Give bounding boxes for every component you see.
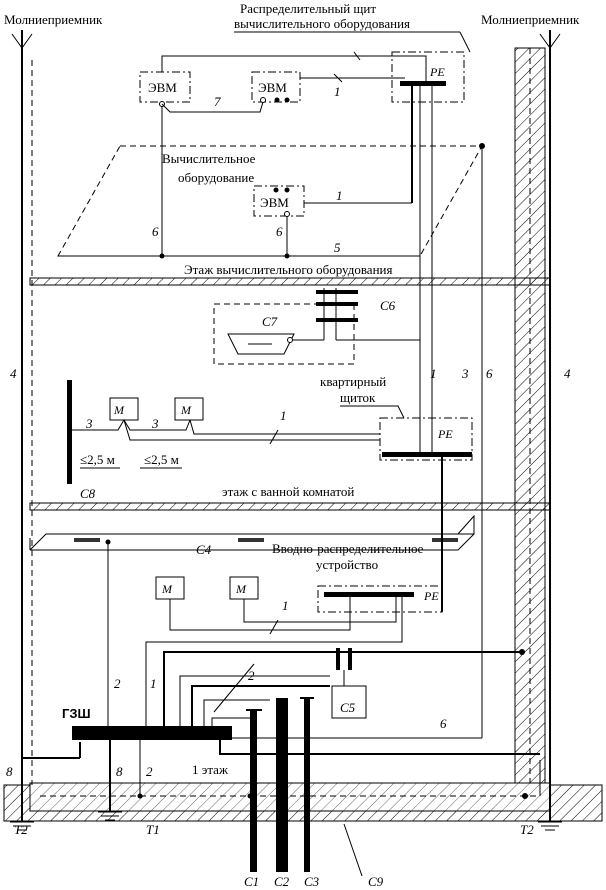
- motor-3: M: [161, 582, 173, 596]
- top-wiring: [159, 51, 433, 454]
- num-6-mid: 6: [486, 366, 493, 381]
- evm-label-3: ЭВМ: [260, 195, 289, 210]
- pe-board-top: PE: [391, 51, 465, 103]
- num-3-m2: 3: [151, 416, 159, 431]
- num-7: 7: [214, 94, 221, 109]
- num-8-mid: 8: [116, 764, 123, 779]
- num-2-left: 2: [114, 676, 121, 691]
- code-t2-right: T2: [520, 822, 534, 837]
- pe-board-bottom: PE: [317, 585, 443, 613]
- panel-title-line1: Распределительный щит: [240, 1, 376, 16]
- floor-slab-computers: [29, 277, 551, 286]
- lightning-label-right: Молниеприемник: [481, 12, 580, 27]
- lower-wiring: [22, 597, 540, 759]
- computer-equipment-zone: [57, 143, 485, 738]
- right-wall-column: [514, 47, 546, 784]
- pe-board-mid: PE: [379, 417, 473, 461]
- code-c2: C2: [274, 874, 290, 889]
- num-3-mid: 3: [461, 366, 469, 381]
- code-t2-left: T2: [14, 822, 28, 837]
- floor-1-label: 1 этаж: [192, 762, 229, 777]
- floor-slab-bathroom: [29, 502, 551, 511]
- evm-box-1: ЭВМ: [139, 71, 191, 107]
- evm-box-3: ЭВМ: [253, 185, 305, 217]
- input-device-line2: устройство: [316, 557, 378, 572]
- evm-label-2: ЭВМ: [258, 80, 287, 95]
- left-lightning-rod: [10, 30, 34, 831]
- floor-bathroom-label: этаж с ванной комнатой: [222, 484, 354, 499]
- num-2-low: 2: [248, 668, 255, 683]
- c6-c7-zone: [213, 288, 420, 365]
- motor-2: M: [180, 403, 192, 417]
- code-c5: C5: [340, 700, 356, 715]
- motor-4: M: [235, 582, 247, 596]
- gzsh-main-bus: [72, 726, 232, 821]
- code-t1: T1: [146, 822, 160, 837]
- apartment-panel-line1: квартирный: [320, 374, 386, 389]
- apartment-panel-line2: щиток: [340, 390, 376, 405]
- pe-label-top: PE: [429, 65, 445, 79]
- num-3-m1: 3: [85, 416, 93, 431]
- code-c9: C9: [368, 874, 384, 889]
- evm-box-2: ЭВМ: [251, 71, 301, 103]
- motor-1: M: [113, 403, 125, 417]
- code-c3: C3: [304, 874, 320, 889]
- num-1-mid: 1: [430, 366, 437, 381]
- num-6-low: 6: [440, 716, 447, 731]
- input-device-line1: Вводно-распределительное: [272, 541, 424, 556]
- bottom-motors: [155, 576, 397, 635]
- computer-equipment-line1: Вычислительное: [162, 151, 256, 166]
- pe-label-bottom: PE: [423, 589, 439, 603]
- num-4-left: 4: [10, 366, 17, 381]
- num-1-low: 1: [150, 676, 157, 691]
- code-c7: C7: [262, 314, 278, 329]
- num-1-evm: 1: [336, 188, 343, 203]
- gzsh-label: ГЗШ: [62, 706, 91, 721]
- dist-label-1: ≤2,5 м: [80, 452, 115, 467]
- num-2-base: 2: [146, 764, 153, 779]
- lightning-label-left: Молниеприемник: [4, 12, 103, 27]
- right-lightning-rod: [538, 30, 562, 831]
- num-4-right: 4: [564, 366, 571, 381]
- num-6-a: 6: [152, 224, 159, 239]
- incoming-services: [246, 697, 314, 872]
- computer-equipment-line2: оборудование: [178, 170, 254, 185]
- ground-slab: [3, 782, 603, 822]
- dist-label-2: ≤2,5 м: [144, 452, 179, 467]
- num-5: 5: [334, 240, 341, 255]
- panel-title-line2: вычислительного оборудования: [234, 16, 410, 31]
- num-1-m: 1: [280, 408, 287, 423]
- pe-label-mid: PE: [437, 427, 453, 441]
- num-1-top: 1: [334, 84, 341, 99]
- evm-label-1: ЭВМ: [148, 80, 177, 95]
- floor-computers-label: Этаж вычислительного оборудования: [184, 262, 392, 277]
- c4-cable-tray: [29, 514, 475, 726]
- code-c4: C4: [196, 542, 212, 557]
- num-6-b: 6: [276, 224, 283, 239]
- num-8-left: 8: [6, 764, 13, 779]
- bathroom-wiring: [67, 380, 443, 612]
- code-c1: C1: [244, 874, 259, 889]
- code-c8: C8: [80, 486, 96, 501]
- code-c6: C6: [380, 298, 396, 313]
- num-1-bottom-m: 1: [282, 598, 289, 613]
